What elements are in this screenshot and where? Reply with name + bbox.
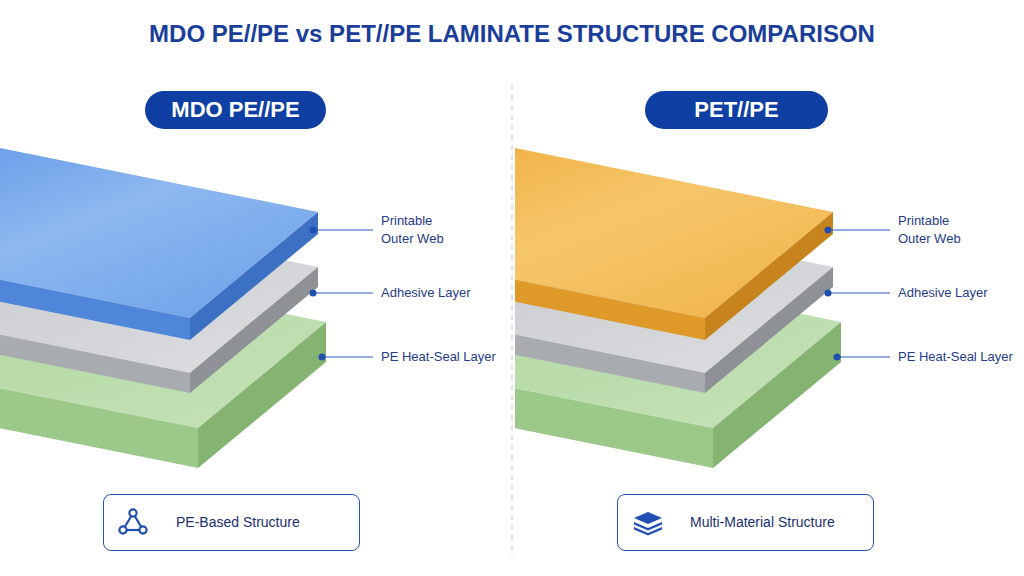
- box-label: PE-Based Structure: [176, 514, 300, 530]
- header-pill: PET//PE: [645, 91, 828, 129]
- layer-label: PE Heat-Seal Layer: [381, 348, 496, 366]
- diagram-title: MDO PE//PE vs PET//PE LAMINATE STRUCTURE…: [0, 20, 1024, 48]
- leader-dots: [310, 227, 841, 361]
- layer-label: Adhesive Layer: [381, 284, 471, 302]
- divider-line: [511, 85, 512, 556]
- layers-icon: [632, 508, 664, 536]
- leader-lines: [313, 230, 890, 357]
- layer-label: Printable Outer Web: [898, 212, 978, 247]
- header-pill: MDO PE//PE: [145, 91, 326, 129]
- pill-label: PET//PE: [694, 97, 778, 123]
- summary-box: PE-Based Structure: [103, 494, 360, 551]
- network-icon: [118, 508, 148, 536]
- pet-pe-stack: [515, 148, 841, 468]
- mdo-pe-stack: [0, 148, 326, 468]
- orange-layer: [515, 148, 833, 340]
- layer-label: Printable Outer Web: [381, 212, 461, 247]
- layer-label: PE Heat-Seal Layer: [898, 348, 1013, 366]
- box-label: Multi-Material Structure: [690, 514, 835, 530]
- layer-label: Adhesive Layer: [898, 284, 988, 302]
- pill-label: MDO PE//PE: [171, 97, 299, 123]
- summary-box: Multi-Material Structure: [617, 494, 874, 551]
- blue-layer: [0, 148, 318, 340]
